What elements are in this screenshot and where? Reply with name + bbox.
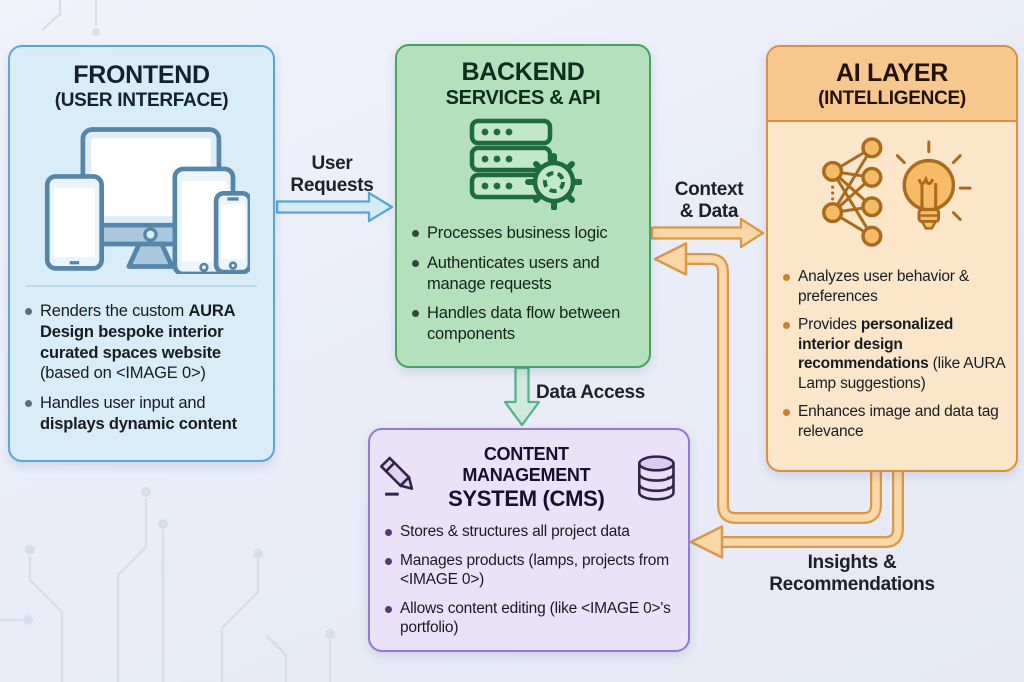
- frontend-bullet-1: Renders the custom AURA Design bespoke i…: [25, 301, 259, 384]
- backend-subtitle: SERVICES & API: [445, 87, 601, 109]
- cms-box: CONTENT MANAGEMENT SYSTEM (CMS) Stores &…: [368, 428, 690, 652]
- cms-bullet-2: Manages products (lamps, projects from <…: [385, 551, 678, 590]
- ai-bullet-2: Provides personalized interior design re…: [783, 316, 1005, 392]
- ai-icon-area: [768, 134, 1016, 257]
- cms-title-block: CONTENT MANAGEMENT SYSTEM (CMS): [429, 444, 623, 512]
- context-data-label: Context & Data: [674, 179, 744, 222]
- data-access-arrow: [503, 366, 541, 427]
- backend-bullet-3: Handles data flow between components: [412, 303, 635, 345]
- ai-layer-subtitle: (INTELLIGENCE): [818, 88, 966, 109]
- backend-bullet-list: Processes business logic Authenticates u…: [397, 223, 649, 345]
- ai-bullet-3: Enhances image and data tag relevance: [783, 402, 1006, 441]
- cms-bullet-3: Allows content editing (like <IMAGE 0>'s…: [385, 599, 678, 638]
- data-access-label: Data Access: [536, 382, 646, 403]
- ai-to-cms-insights-arrow: [689, 471, 904, 559]
- cms-bullet-list: Stores & structures all project data Man…: [370, 522, 688, 638]
- insights-recommendations-label: Insights & Recommendations: [769, 552, 935, 595]
- cms-title-line2: SYSTEM (CMS): [448, 486, 605, 511]
- backend-icon-area: [397, 118, 649, 215]
- user-requests-arrow: [275, 191, 394, 223]
- devices-icon: [44, 127, 252, 277]
- neural-network-lightbulb-icon: [822, 137, 972, 247]
- backend-bullet-1: Processes business logic: [412, 223, 635, 244]
- cms-title-line1: CONTENT MANAGEMENT: [462, 444, 591, 485]
- cms-bullet-1: Stores & structures all project data: [385, 522, 678, 542]
- ai-bullet-1: Analyzes user behavior & preferences: [783, 267, 1006, 306]
- backend-title: BACKEND: [461, 58, 585, 86]
- frontend-bullet-2: Handles user input and displays dynamic …: [25, 393, 259, 435]
- user-requests-label: User Requests: [290, 153, 374, 196]
- ai-layer-title: AI LAYER: [836, 59, 948, 87]
- frontend-subtitle: (USER INTERFACE): [54, 90, 229, 111]
- frontend-box: FRONTEND (USER INTERFACE): [8, 45, 275, 462]
- frontend-icon-area: [10, 122, 273, 279]
- database-icon: [638, 455, 675, 501]
- context-data-arrow: [650, 217, 765, 249]
- ai-bullet-list: Analyzes user behavior & preferences Pro…: [768, 267, 1016, 441]
- ai-layer-header: AI LAYER (INTELLIGENCE): [768, 47, 1016, 122]
- backend-bullet-2: Authenticates users and manage requests: [412, 253, 635, 295]
- frontend-bullet-list: Renders the custom AURA Design bespoke i…: [10, 301, 273, 435]
- frontend-title: FRONTEND: [73, 61, 210, 89]
- backend-box: BACKEND SERVICES & API: [395, 44, 651, 368]
- server-gear-icon: [469, 118, 583, 211]
- pencil-icon: [380, 456, 414, 496]
- frontend-divider: [26, 285, 257, 287]
- cms-header: CONTENT MANAGEMENT SYSTEM (CMS): [370, 430, 688, 518]
- ai-layer-box: AI LAYER (INTELLIGENCE): [766, 45, 1018, 472]
